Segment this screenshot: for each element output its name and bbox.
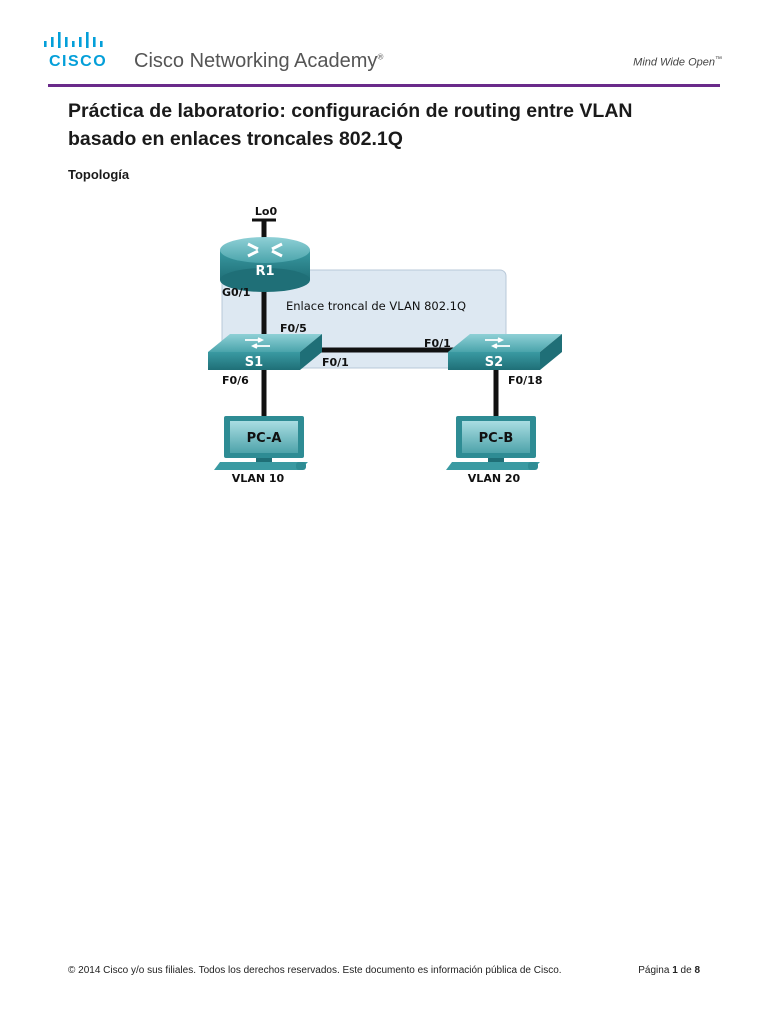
router-r1-label: R1	[255, 264, 274, 279]
switch-s2-icon	[448, 334, 562, 370]
pc-b-label: PC-B	[479, 431, 514, 446]
document-title: Práctica de laboratorio: configuración d…	[68, 97, 708, 153]
trunk-label: Enlace troncal de VLAN 802.1Q	[286, 299, 466, 313]
pc-b-icon	[446, 416, 540, 470]
cisco-logo-bars-icon	[44, 32, 103, 48]
footer-page-number: Página 1 de 8	[638, 965, 700, 976]
s1-up-port-label: F0/5	[280, 322, 307, 335]
pc-a-icon	[214, 416, 308, 470]
topology-diagram: R1 Lo0 G0/1 Enlace troncal de VLAN 802.1…	[208, 205, 562, 485]
academy-name: Cisco Networking Academy®	[134, 50, 384, 72]
vlan-a-label: VLAN 10	[232, 472, 285, 485]
title-line-1: Práctica de laboratorio: configuración d…	[68, 100, 633, 122]
s2-pc-port-label: F0/18	[508, 374, 543, 387]
footer-copyright: © 2014 Cisco y/o sus filiales. Todos los…	[68, 965, 562, 976]
switch-s1-label: S1	[245, 355, 263, 370]
vlan-b-label: VLAN 20	[468, 472, 521, 485]
s2-trunk-port-label: F0/1	[424, 337, 451, 350]
s1-pc-port-label: F0/6	[222, 374, 249, 387]
page-header: CISCO Cisco Networking Academy® Mind Wid…	[0, 0, 768, 90]
router-r1-icon	[220, 237, 310, 292]
header-rule	[48, 84, 720, 87]
cisco-logo-text: CISCO	[49, 53, 108, 70]
title-line-2: basado en enlaces troncales 802.1Q	[68, 128, 403, 150]
tagline: Mind Wide Open™	[633, 56, 722, 69]
pc-a-label: PC-A	[247, 431, 282, 446]
loopback-label: Lo0	[255, 205, 278, 218]
switch-s2-label: S2	[485, 355, 503, 370]
switch-s1-icon	[208, 334, 322, 370]
router-port-label: G0/1	[222, 286, 250, 299]
section-heading-topology: Topología	[68, 167, 130, 182]
s1-trunk-port-label: F0/1	[322, 356, 349, 369]
